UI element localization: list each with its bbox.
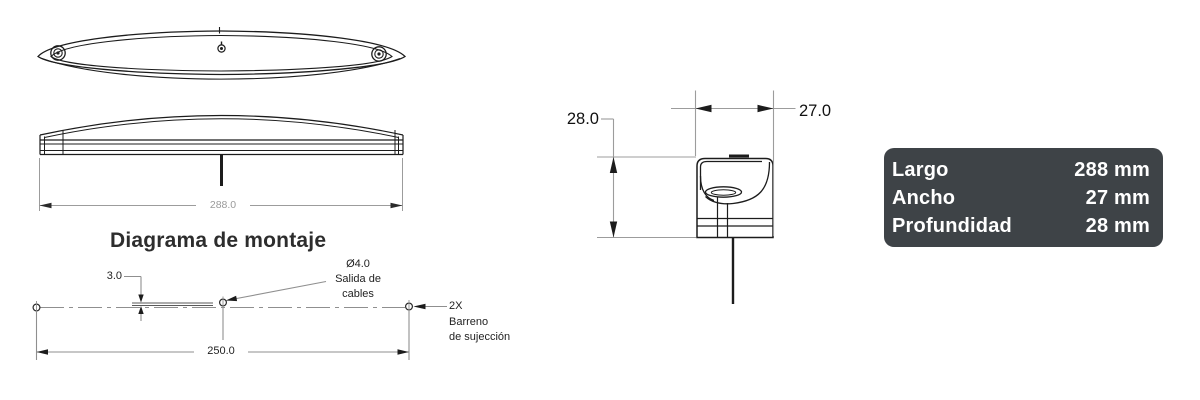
mount-hole-leader: [413, 303, 447, 310]
cable-outlet-leader: [225, 280, 327, 302]
depth-dimension-label: 28.0: [566, 110, 599, 128]
width-dimension: [671, 90, 796, 236]
cross-section-drawing: [597, 90, 796, 304]
screw-hole-left: [50, 45, 66, 61]
top-view-housing-edge: [41, 57, 401, 80]
cable-outlet-text-2: cables: [342, 288, 374, 300]
cable-outlet-callout: Ø4.0 Salida de cables: [306, 257, 410, 302]
top-view-inner-outline: [50, 34, 393, 72]
mount-hole-left: [32, 301, 41, 314]
spec-row-largo: Largo 288 mm: [892, 156, 1150, 184]
cable-outlet-top-view: [217, 27, 226, 53]
cross-section-inner-detail: [697, 160, 773, 238]
side-view-base: [39, 130, 404, 156]
mounting-diagram-drawing: [32, 275, 447, 360]
side-view-lens-inner-arc: [44, 118, 399, 138]
spec-label-largo: Largo: [892, 158, 949, 181]
spec-value-ancho: 27 mm: [1085, 186, 1150, 209]
mount-hole-text-2: de sujección: [449, 331, 511, 343]
spec-value-profundidad: 28 mm: [1085, 214, 1150, 237]
mount-hole-count: 2X: [449, 300, 463, 312]
screw-hole-right: [371, 46, 387, 62]
offset-dimension-label: 3.0: [106, 270, 122, 282]
spec-row-ancho: Ancho 27 mm: [892, 184, 1150, 212]
spec-value-largo: 288 mm: [1074, 158, 1150, 181]
spec-label-profundidad: Profundidad: [892, 214, 1012, 237]
spec-row-profundidad: Profundidad 28 mm: [892, 212, 1150, 240]
side-view-drawing: [39, 114, 404, 211]
side-view-lens-outer-arc: [39, 114, 404, 136]
depth-dimension: [597, 118, 696, 239]
spec-label-ancho: Ancho: [892, 186, 956, 209]
offset-dimension: [124, 275, 144, 321]
mount-hole-callout: 2X Barreno de sujección: [449, 299, 510, 346]
width-dimension-label: 27.0: [799, 102, 832, 120]
spec-table: Largo 288 mm Ancho 27 mm Profundidad 28 …: [884, 148, 1163, 247]
mount-hole-text-1: Barreno: [449, 315, 489, 328]
cross-section-outline: [696, 157, 774, 239]
cable-offset-strip: [132, 302, 213, 306]
mounting-diagram-title: Diagrama de montaje: [110, 229, 327, 252]
top-view-outer-outline: [37, 30, 407, 76]
hole-spacing-dimension-label: 250.0: [194, 345, 248, 358]
length-dimension-label: 288.0: [196, 199, 250, 211]
cable-outlet-diameter: Ø4.0: [346, 258, 370, 270]
top-view-drawing: [37, 27, 407, 80]
cable-outlet-text-1: Salida de: [335, 273, 381, 285]
